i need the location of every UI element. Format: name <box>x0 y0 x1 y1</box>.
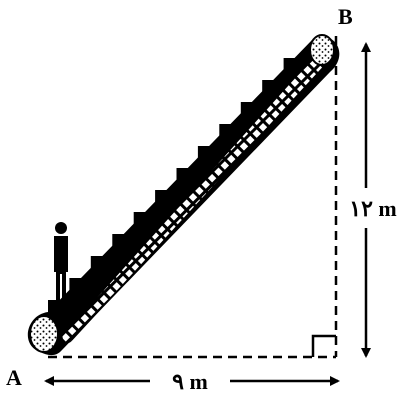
escalator-body <box>27 34 340 356</box>
horizontal-distance-label: ٩ m <box>172 369 208 394</box>
top-end-cap <box>309 34 335 66</box>
bottom-end-cap <box>29 315 59 353</box>
point-a-label: A <box>6 365 22 390</box>
vertical-height-label: ١٢ m <box>349 196 396 221</box>
right-angle-marker <box>311 334 336 357</box>
person-figure <box>54 222 68 300</box>
point-b-label: B <box>338 4 353 29</box>
